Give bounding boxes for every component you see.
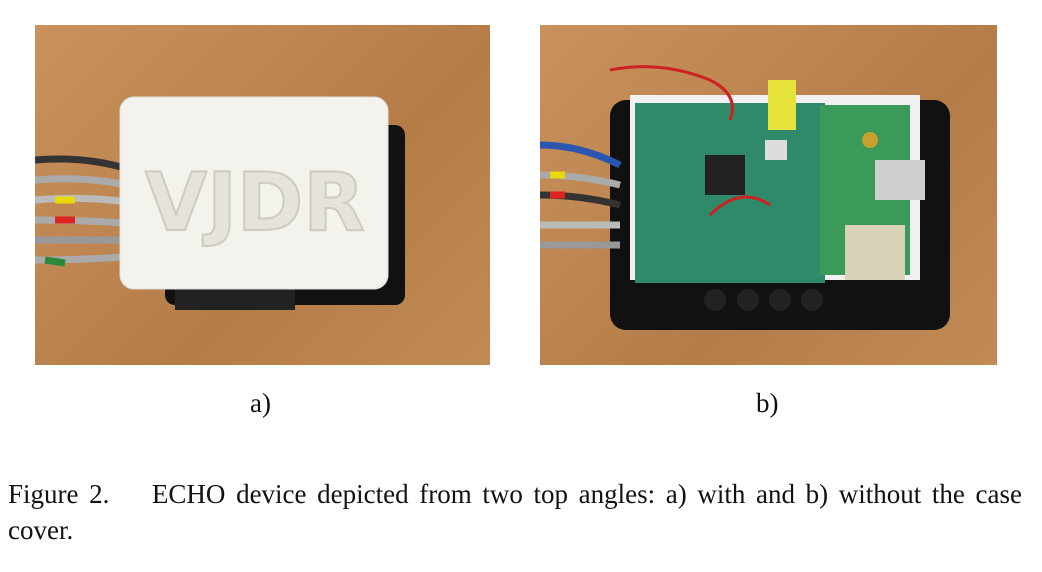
device-with-cover-illustration: VJDR: [35, 96, 405, 310]
device-without-cover-illustration: [540, 65, 950, 330]
panel-b-label: b): [756, 388, 779, 418]
panel-a-label: a): [250, 388, 271, 418]
figure-caption: Figure 2. ECHO device depicted from two …: [8, 479, 1029, 545]
photo-device-with-cover: VJDR: [35, 25, 490, 365]
photo-device-without-cover: [540, 25, 997, 365]
svg-text:VJDR: VJDR: [145, 156, 365, 249]
